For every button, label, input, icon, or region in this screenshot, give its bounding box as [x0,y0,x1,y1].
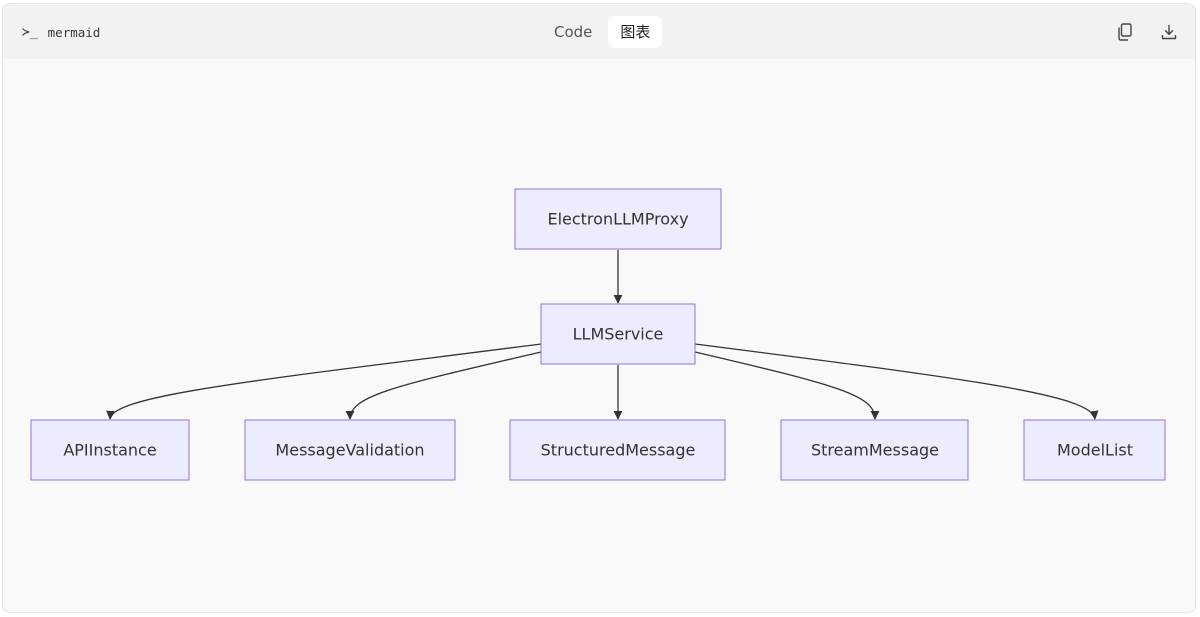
download-button[interactable] [1159,22,1179,42]
node-apiinstance: APIInstance [30,419,190,481]
node-label: MessageValidation [275,441,424,460]
edge-service-to-modellist [694,343,1099,420]
node-modellist: ModelList [1023,419,1166,481]
node-label: LLMService [573,325,664,344]
node-label: APIInstance [63,441,156,460]
mermaid-code-block: ≻_ mermaid Code 图表 [2,3,1196,613]
node-structuredmessage: StructuredMessage [509,419,726,481]
tab-code[interactable]: Code [554,23,593,41]
node-label: StructuredMessage [541,441,696,460]
code-block-toolbar: ≻_ mermaid Code 图表 [3,4,1195,59]
edge-service-to-messagevalidation [345,351,542,420]
node-label: ModelList [1057,441,1133,460]
terminal-icon: ≻_ [22,24,38,40]
node-electronllmproxy: ElectronLLMProxy [514,188,722,250]
download-icon [1161,24,1177,40]
copy-icon [1118,23,1132,41]
edge-service-to-apiinstance [106,343,542,420]
node-streammessage: StreamMessage [780,419,969,481]
tab-diagram[interactable]: 图表 [608,16,663,48]
language-name: mermaid [47,24,101,40]
language-label: ≻_ mermaid [22,23,100,41]
edge-service-to-streammessage [694,351,880,420]
copy-button[interactable] [1115,22,1135,42]
edges [106,250,1099,420]
view-tabs: Code 图表 [544,16,663,48]
node-messagevalidation: MessageValidation [244,419,456,481]
node-label: StreamMessage [811,441,939,460]
node-label: ElectronLLMProxy [547,210,688,229]
node-llmservice: LLMService [540,303,696,365]
